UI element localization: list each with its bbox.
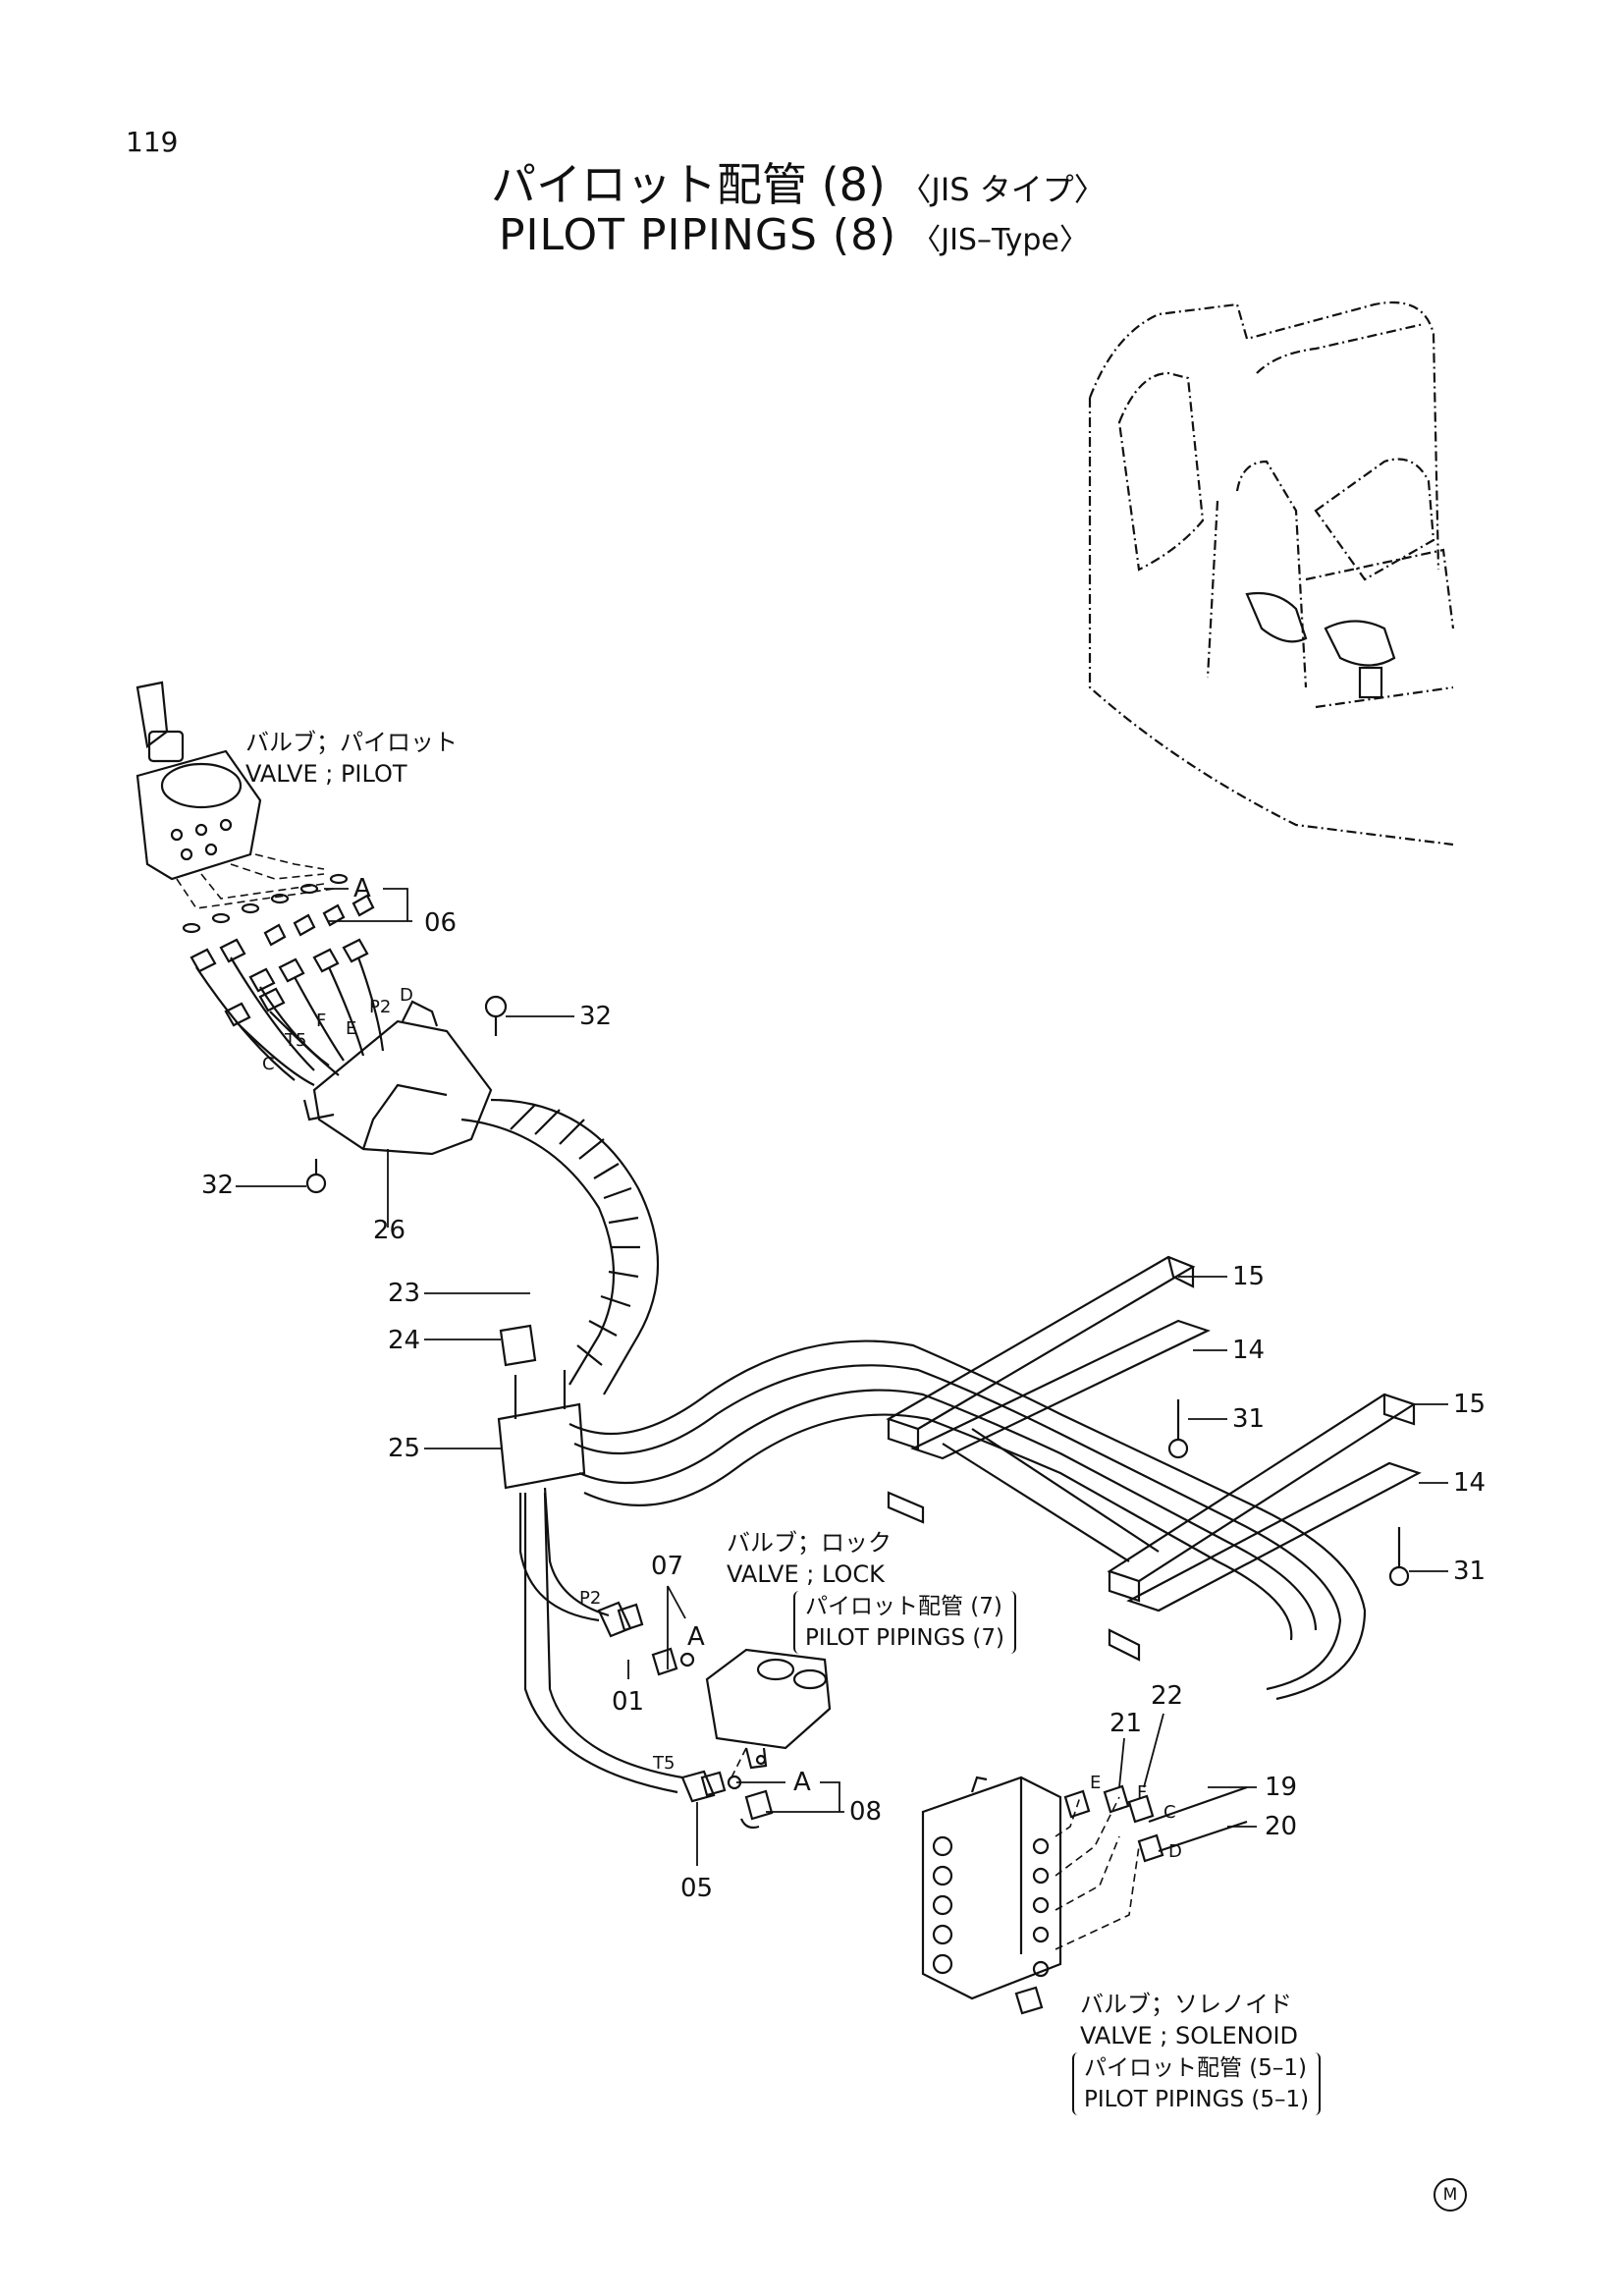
solenoid-valve-ref-jp: パイロット配管 (5–1)	[1084, 2055, 1308, 2081]
part-06: 06	[424, 908, 458, 938]
clamp-24	[499, 1324, 537, 1367]
part-07: 07	[651, 1552, 684, 1581]
page-title-en-main: PILOT PIPINGS (8)	[499, 210, 897, 260]
part-08: 08	[849, 1797, 883, 1827]
port-t5-top: T5	[285, 1030, 307, 1051]
part-21: 21	[1109, 1709, 1143, 1738]
port-e-top: E	[346, 1018, 357, 1039]
lock-valve-label: バルブ；ロック VALVE ; LOCK	[727, 1527, 892, 1590]
solenoid-valve-label: バルブ；ソレノイド VALVE ; SOLENOID	[1080, 1989, 1298, 2051]
port-p2-top: P2	[369, 997, 392, 1017]
part-15-top: 15	[1232, 1262, 1266, 1291]
port-a-low: A	[793, 1768, 811, 1797]
part-20: 20	[1265, 1812, 1298, 1841]
port-d-top: D	[400, 985, 413, 1006]
fitting-07	[651, 1647, 695, 1676]
page-title-jp-sub: 〈JIS タイプ〉	[899, 171, 1106, 208]
hose-ends-top	[189, 938, 385, 1086]
solenoid-dashed-leaders	[1055, 1796, 1140, 1950]
part-14-bottom: 14	[1453, 1468, 1487, 1498]
lock-valve-ref-en: PILOT PIPINGS (7)	[805, 1625, 1004, 1651]
part-01: 01	[612, 1687, 645, 1717]
leader-lines	[236, 888, 1448, 1866]
part-24: 24	[388, 1326, 421, 1355]
page-title-en-sub: 〈JIS–Type〉	[911, 223, 1089, 257]
bolt-32-b	[305, 1159, 327, 1194]
port-f-top: F	[316, 1011, 327, 1031]
hoses-to-01-05	[518, 1487, 683, 1794]
port-d-bottom: D	[1168, 1841, 1182, 1862]
lock-valve-drawing	[705, 1648, 832, 1770]
page-title-en: PILOT PIPINGS (8) 〈JIS–Type〉	[499, 210, 1089, 260]
lock-valve-ref-jp: パイロット配管 (7)	[805, 1594, 1002, 1619]
lock-valve-label-jp: バルブ；ロック	[727, 1529, 892, 1557]
fittings-06	[182, 873, 375, 947]
part-19: 19	[1265, 1773, 1298, 1802]
pilot-valve-label-en: VALVE ; PILOT	[245, 760, 407, 788]
solenoid-valve-label-jp: バルブ；ソレノイド	[1080, 1991, 1292, 2018]
lock-valve-label-en: VALVE ; LOCK	[727, 1560, 885, 1588]
page-title-jp: パイロット配管 (8) 〈JIS タイプ〉	[491, 149, 1106, 214]
solenoid-valve-ref-en: PILOT PIPINGS (5–1)	[1084, 2087, 1310, 2112]
part-05: 05	[680, 1874, 714, 1903]
fitting-08	[727, 1775, 774, 1830]
port-a-top: A	[353, 874, 371, 903]
pilot-valve-label-jp: バルブ；パイロット	[245, 729, 458, 756]
main-hoses	[568, 1339, 1367, 1701]
solenoid-valve-label-en: VALVE ; SOLENOID	[1080, 2022, 1299, 2050]
part-23: 23	[388, 1279, 421, 1308]
bolt-31-b	[1388, 1527, 1410, 1587]
part-26: 26	[373, 1216, 406, 1245]
port-t5-mid: T5	[653, 1753, 676, 1774]
clamp-25	[497, 1370, 586, 1490]
port-c-bottom: C	[1163, 1802, 1176, 1823]
lock-valve-ref: パイロット配管 (7) PILOT PIPINGS (7)	[793, 1591, 1016, 1654]
pilot-valve-drawing	[135, 681, 262, 881]
solenoid-valve-ref: パイロット配管 (5–1) PILOT PIPINGS (5–1)	[1072, 2052, 1322, 2115]
port-c-top: C	[262, 1054, 275, 1074]
cab-inset	[1088, 301, 1455, 847]
pilot-valve-dashed-leaders	[176, 853, 335, 909]
corrugated-boot	[460, 1098, 659, 1395]
solenoid-valve-drawing	[921, 1776, 1062, 2015]
part-31-bottom: 31	[1453, 1557, 1487, 1586]
pilot-valve-label: バルブ；パイロット VALVE ; PILOT	[245, 727, 458, 790]
part-14-top: 14	[1232, 1336, 1266, 1365]
m-mark: M	[1434, 2178, 1467, 2212]
cab-levers	[1245, 591, 1396, 699]
cover-26	[302, 1000, 493, 1156]
fitting-05	[680, 1770, 727, 1803]
lock-valve-dash	[730, 1747, 747, 1778]
fitting-01	[597, 1601, 644, 1638]
port-p2-mid: P2	[579, 1588, 602, 1609]
page-title-jp-main: パイロット配管 (8)	[491, 158, 886, 211]
bolt-32-a	[484, 995, 508, 1036]
port-f-bottom: F	[1137, 1782, 1148, 1803]
port-a-mid: A	[687, 1622, 705, 1652]
bolt-31-a	[1167, 1399, 1189, 1459]
part-22: 22	[1151, 1681, 1184, 1711]
page-number: 119	[126, 126, 179, 158]
part-15-bottom: 15	[1453, 1390, 1487, 1419]
part-25: 25	[388, 1434, 421, 1463]
part-32-bottom: 32	[201, 1171, 235, 1200]
part-32-top: 32	[579, 1002, 613, 1031]
port-e-bottom: E	[1090, 1773, 1102, 1793]
part-31-top: 31	[1232, 1404, 1266, 1434]
frame-brackets	[886, 1255, 1422, 1662]
